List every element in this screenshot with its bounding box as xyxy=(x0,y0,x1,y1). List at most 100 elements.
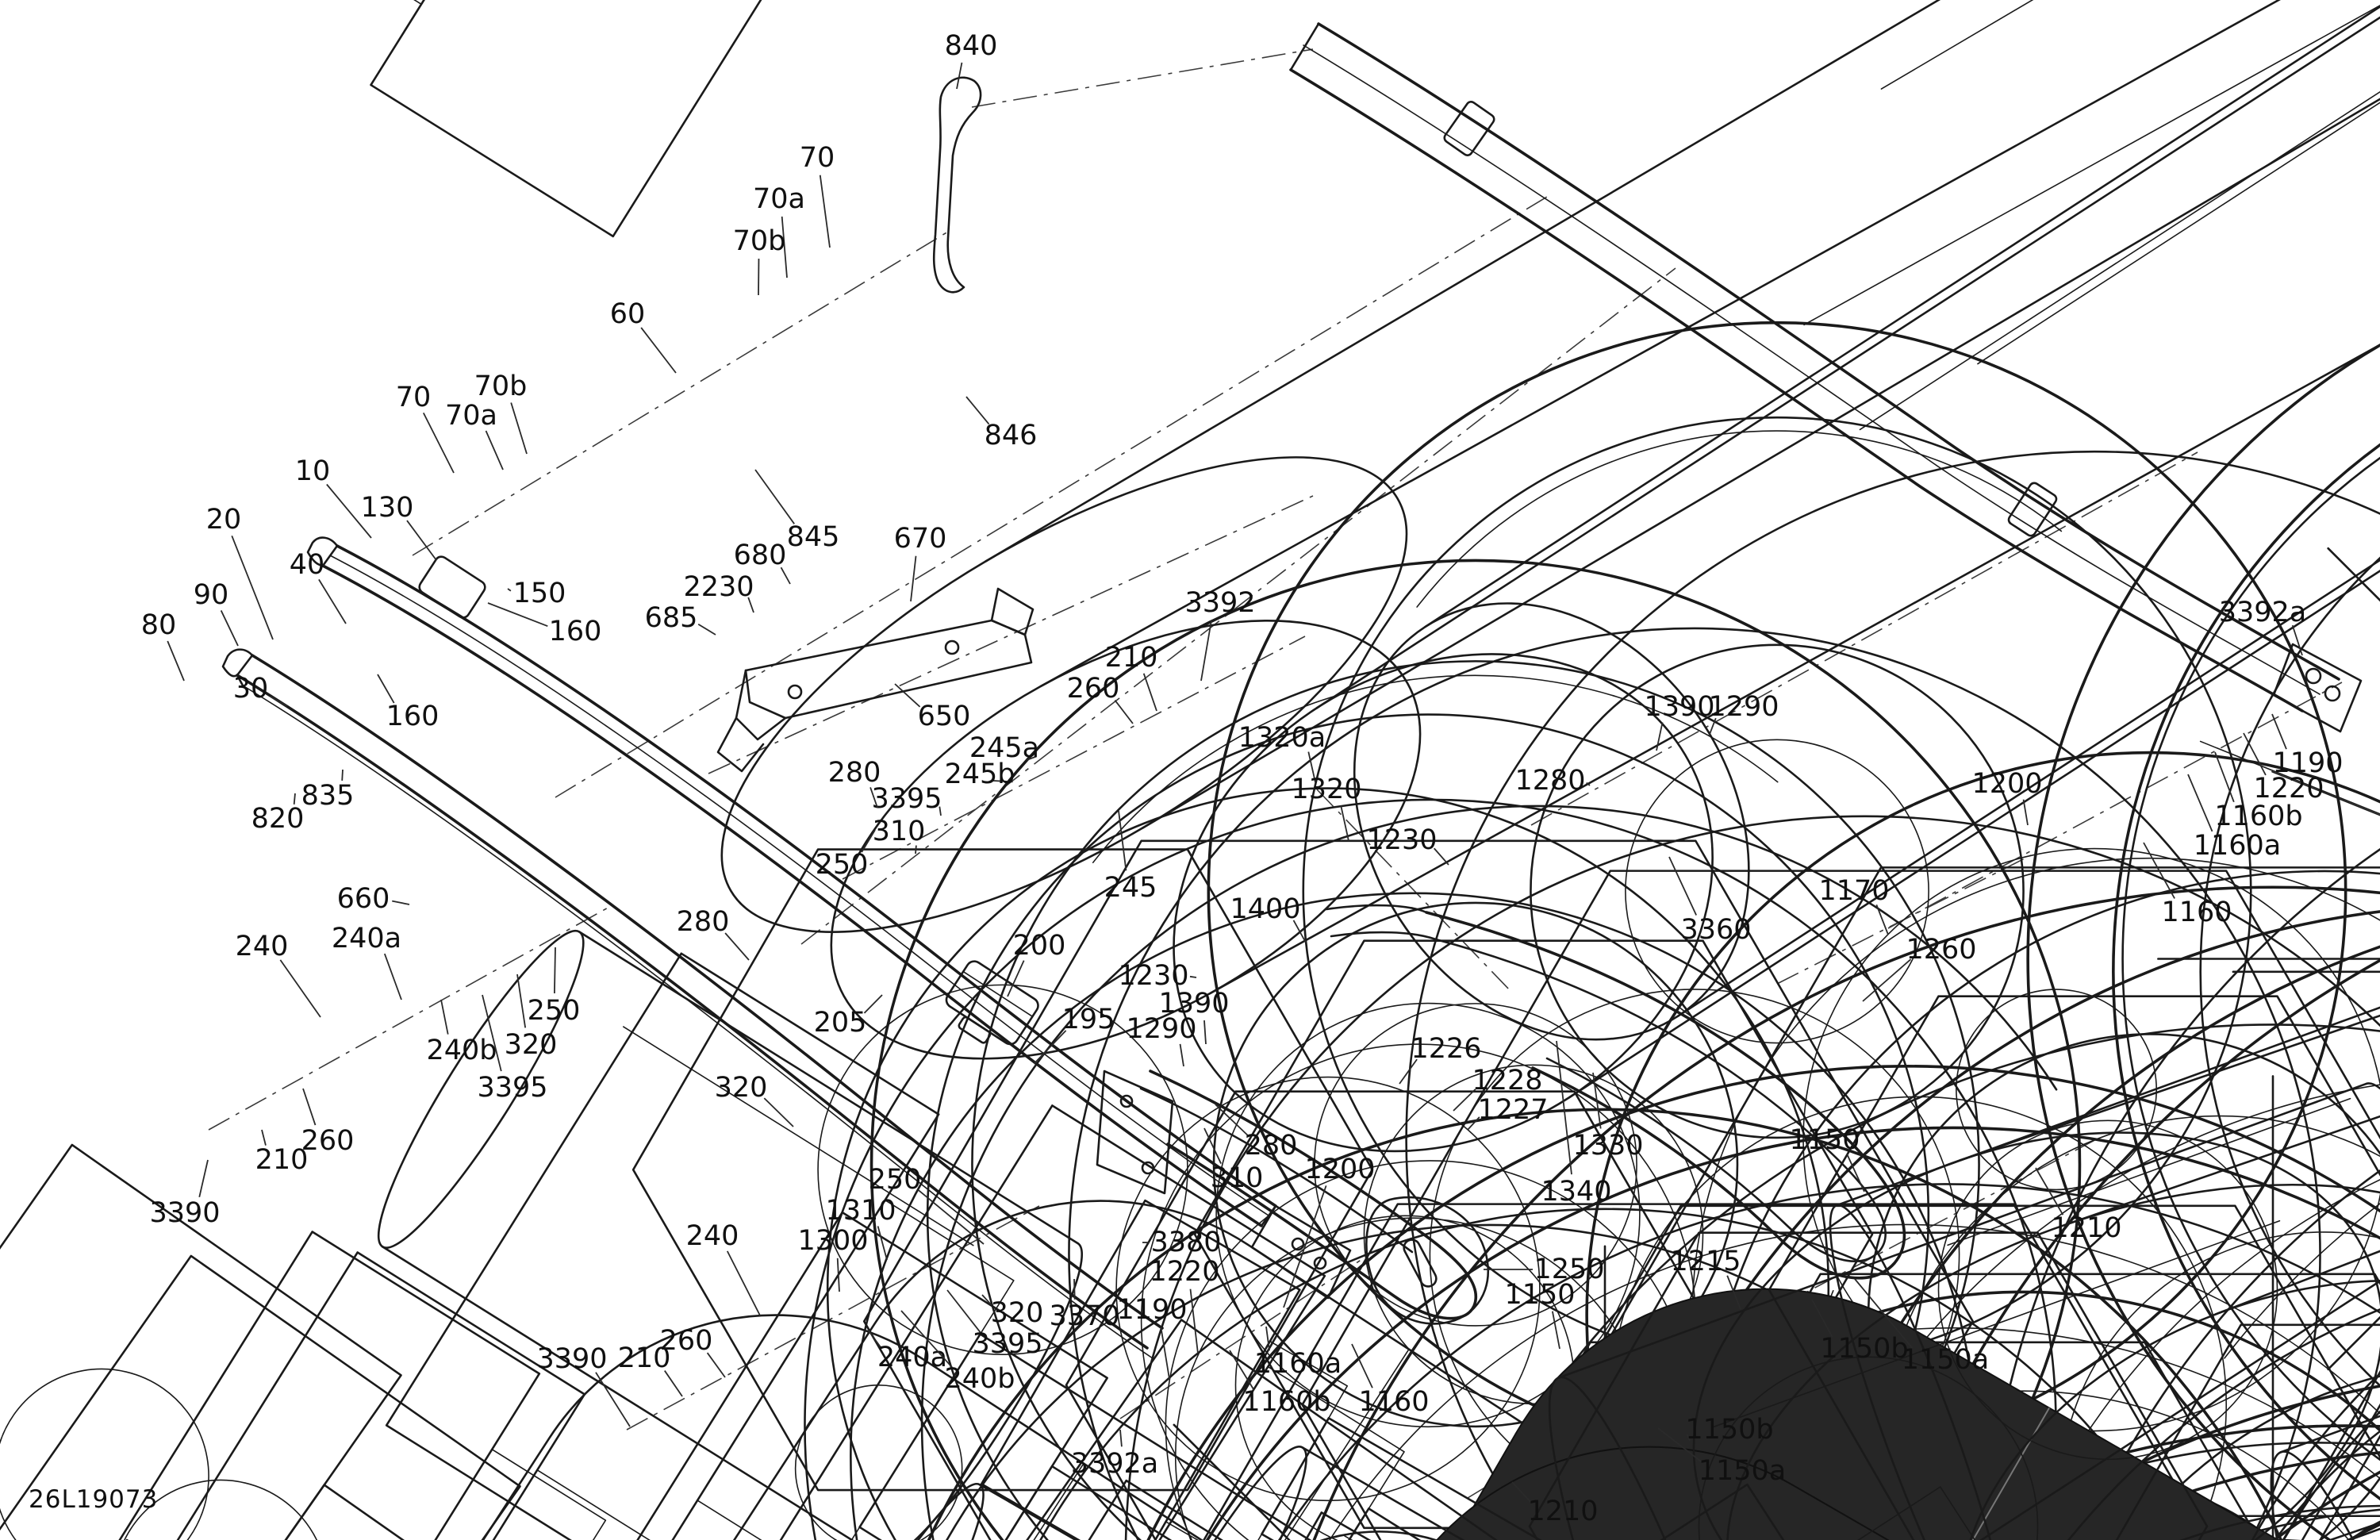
part-label-1220: 1220 xyxy=(2253,773,2324,805)
leader-line-3390 xyxy=(198,1159,209,1198)
leader-line-60 xyxy=(640,327,677,374)
leader-line-1400 xyxy=(1292,920,1307,943)
leader-line-195 xyxy=(1034,1030,1067,1064)
leader-line-1150 xyxy=(1551,1311,1560,1350)
part-label-840: 840 xyxy=(945,30,998,62)
leader-line-840 xyxy=(956,62,963,90)
pivot-plate-1250 xyxy=(1365,1196,1489,1325)
part-label-820: 820 xyxy=(251,803,305,835)
leader-line-320 xyxy=(981,1294,992,1306)
part-label-1190: 1190 xyxy=(1116,1294,1187,1326)
leader-line-3392a xyxy=(1119,1429,1123,1447)
leader-line-40 xyxy=(318,578,347,624)
part-label-320: 320 xyxy=(991,1297,1044,1329)
part-label-200: 200 xyxy=(1013,930,1066,962)
leader-line-1160a xyxy=(2187,774,2213,832)
part-label-310: 310 xyxy=(873,816,926,847)
part-label-845: 845 xyxy=(787,521,840,553)
pivot-bracket xyxy=(1096,1070,1174,1195)
leader-line-240a xyxy=(383,953,402,1000)
part-label-90: 90 xyxy=(194,579,229,611)
part-label-1280: 1280 xyxy=(1514,765,1585,797)
leader-line-90 xyxy=(220,610,239,647)
leader-line-1210 xyxy=(1511,1481,1532,1504)
wheel-245-group xyxy=(182,532,2380,1540)
part-label-1160: 1160 xyxy=(1358,1386,1429,1418)
front-axle-group xyxy=(652,0,2380,1540)
part-label-3370: 3370 xyxy=(1049,1300,1119,1332)
axis-pivot-1320 xyxy=(1316,789,1512,993)
leader-line-1150b xyxy=(1811,1299,1833,1338)
leader-line-1160a xyxy=(1265,1326,1270,1351)
leader-line-250 xyxy=(918,1189,985,1245)
leader-line-820 xyxy=(293,793,296,805)
leader-line-3370 xyxy=(1073,1278,1076,1300)
leader-line-3360 xyxy=(1668,856,1697,916)
leader-line-10 xyxy=(326,483,372,539)
part-label-680: 680 xyxy=(734,540,787,571)
part-label-1150a: 1150a xyxy=(1902,1344,1990,1376)
part-label-1330: 1330 xyxy=(1572,1130,1643,1162)
part-label-30: 30 xyxy=(233,673,269,705)
part-label-1260: 1260 xyxy=(1906,934,1976,966)
leader-line-1215 xyxy=(1726,1275,1741,1310)
part-label-245b: 245b xyxy=(944,758,1015,790)
leader-line-70 xyxy=(819,175,831,248)
leader-line-1390 xyxy=(1203,1020,1207,1045)
part-label-1230: 1230 xyxy=(1118,960,1188,992)
part-label-1310: 1310 xyxy=(825,1195,896,1227)
part-label-150: 150 xyxy=(513,578,566,609)
leader-line-3390 xyxy=(595,1372,631,1427)
leader-line-1230 xyxy=(1434,847,1449,866)
part-label-3395: 3395 xyxy=(871,783,942,815)
part-label-1320a: 1320a xyxy=(1238,722,1326,754)
part-label-240b: 240b xyxy=(426,1035,497,1066)
leader-line-210 xyxy=(261,1129,267,1146)
leader-line-1280 xyxy=(1586,782,1591,786)
part-label-2230: 2230 xyxy=(683,571,754,603)
part-label-1210: 1210 xyxy=(1527,1496,1598,1527)
leader-line-80 xyxy=(167,640,185,682)
leader-line-1340 xyxy=(1556,1040,1572,1175)
part-label-70: 70 xyxy=(396,382,432,413)
leader-line-1150a xyxy=(1657,1427,1704,1464)
part-label-10: 10 xyxy=(295,455,331,487)
leader-line-20 xyxy=(231,536,274,640)
leader-line-280 xyxy=(724,932,750,961)
leader-line-3392 xyxy=(1200,620,1212,682)
part-label-240: 240 xyxy=(686,1220,739,1252)
leader-line-150 xyxy=(507,588,512,592)
leader-line-1190 xyxy=(1160,1327,1170,1380)
axis-right-wheel-group xyxy=(1887,682,2343,929)
leader-line-845 xyxy=(754,469,795,524)
part-label-240b: 240b xyxy=(944,1363,1015,1395)
part-label-70a: 70a xyxy=(753,183,805,215)
axis-lever-to-frame xyxy=(971,48,1314,108)
part-label-260: 260 xyxy=(301,1125,355,1157)
part-label-210: 210 xyxy=(1105,642,1158,674)
part-label-1210: 1210 xyxy=(2051,1212,2121,1244)
part-label-650: 650 xyxy=(918,701,971,732)
leader-line-1228 xyxy=(1453,1089,1476,1112)
leader-line-1160 xyxy=(2143,842,2175,899)
leader-line-1170 xyxy=(1875,904,1889,935)
part-label-250: 250 xyxy=(816,849,869,881)
part-label-1150b: 1150b xyxy=(1685,1414,1773,1446)
part-label-1160: 1160 xyxy=(2161,897,2232,928)
part-label-1150b: 1150b xyxy=(1820,1333,1908,1365)
part-label-1190: 1190 xyxy=(2272,747,2343,779)
slide-bracket-130 xyxy=(418,555,486,619)
axis-long-diagonal-2 xyxy=(800,267,1676,945)
leader-line-846 xyxy=(965,396,990,425)
axis-crossmember xyxy=(708,495,1314,774)
part-label-1250: 1250 xyxy=(1534,1254,1604,1285)
leader-line-205 xyxy=(863,994,883,1014)
part-label-1400: 1400 xyxy=(1230,893,1300,925)
leader-line-1220 xyxy=(1189,1288,1199,1354)
part-label-40: 40 xyxy=(290,549,325,581)
part-label-320: 320 xyxy=(505,1029,558,1061)
leader-line-245 xyxy=(1118,810,1127,871)
leader-line-240 xyxy=(726,1250,761,1316)
leader-line-240b xyxy=(440,999,449,1035)
